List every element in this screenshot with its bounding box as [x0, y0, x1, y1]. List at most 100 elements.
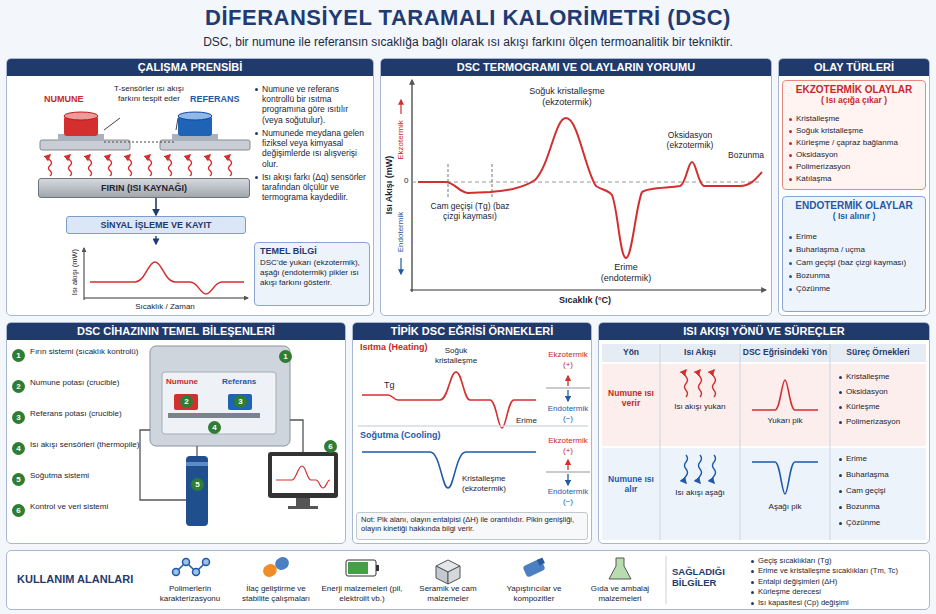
computer-monitor — [268, 452, 338, 509]
bullet-dot — [839, 506, 842, 509]
wires — [140, 430, 186, 500]
node-heading: DSC TERMOGRAMI VE OLAYLARIN YORUMU — [381, 59, 771, 76]
bullet-dot — [789, 178, 792, 181]
sensor-lead — [104, 142, 176, 143]
heat-arrow — [685, 455, 688, 483]
direction-arrows — [358, 376, 590, 485]
process-box: SİNYAL İŞLEME VE KAYIT — [66, 216, 246, 234]
axis-label: Endotermik — [396, 212, 406, 252]
furnace-box: FIRIN (ISI KAYNAĞI) — [38, 178, 250, 198]
callout-number: 1 — [279, 350, 292, 363]
callout-number: 6 — [324, 440, 337, 453]
text-label: Yön — [602, 347, 660, 357]
direction-arrows — [546, 388, 590, 472]
battery-icon — [346, 560, 379, 576]
node-body: ( Isı açığa çıkar ) — [786, 95, 922, 105]
text-label: Yukarı pik — [740, 416, 830, 426]
heat-arrow — [229, 155, 232, 176]
computer-monitor — [296, 498, 310, 506]
list-item: Numunede meydana gelen fiziksel veya kim… — [262, 128, 370, 169]
bullet-dot — [789, 166, 792, 169]
list-item: Çözünme — [796, 284, 924, 294]
sample-holder — [40, 112, 130, 150]
wires — [290, 420, 303, 452]
cooling-curve — [362, 452, 536, 488]
text-label: NUMUNE — [44, 94, 104, 105]
node-heading: KULLANIM ALANLARI — [17, 573, 143, 585]
pill-icon — [273, 555, 291, 572]
thermogram-axes — [411, 80, 412, 292]
crucibles — [174, 394, 198, 410]
callout-number: 4 — [208, 421, 221, 434]
bullet-dot — [789, 275, 792, 278]
flow-table — [602, 364, 926, 446]
list-item: Kürleşme — [846, 402, 926, 412]
bullet-dot — [255, 132, 258, 135]
text-label: T-sensörler ısı akışı farkını tespit ede… — [112, 84, 186, 103]
callout-number: 3 — [234, 395, 247, 408]
list-item: Entalpi değişimleri (ΔH) — [758, 577, 930, 586]
text-label: Erime — [516, 416, 546, 426]
note-box: Not: Pik alanı, olayın entalpisi (ΔH) il… — [356, 512, 588, 540]
adhesive-icon — [522, 557, 545, 577]
heating-curve — [362, 372, 536, 428]
polymer-icon — [176, 562, 206, 572]
flow-table — [752, 462, 818, 494]
list-item: Polimerizasyon — [796, 162, 924, 172]
bullet-dot — [751, 581, 754, 584]
cooling-curve — [362, 452, 536, 488]
bullet-dot — [751, 602, 754, 605]
list-item: Cam geçişi — [846, 486, 926, 496]
flow-table — [660, 344, 830, 540]
bullet-dot — [789, 118, 792, 121]
instrument-housing — [150, 346, 290, 446]
list-item: Polimerizasyon — [846, 417, 926, 427]
mini-graph — [84, 298, 248, 299]
text-label: Oksidasyon (ekzotermik) — [654, 130, 726, 150]
text-label: Yapıştırıcılar ve kompozitler — [492, 584, 576, 603]
text-label: Isı akışı aşağı — [662, 488, 738, 498]
panel-fill — [6, 58, 374, 316]
node-heading: EKZOTERMİK OLAYLAR — [786, 84, 922, 95]
cooling-unit — [186, 462, 208, 466]
panel-fill — [6, 58, 930, 610]
bullet-dot — [789, 262, 792, 265]
text-label: Sıcaklık / Zaman — [110, 302, 220, 312]
flow-table — [752, 380, 818, 410]
heat-arrow — [109, 155, 112, 176]
crucibles — [228, 394, 252, 410]
text-label: Bozunma — [722, 150, 770, 160]
node-heading: Not: Pik alanı, olayın entalpisi (ΔH) il… — [361, 515, 583, 533]
direction-arrows — [567, 376, 568, 386]
bullet-dot — [751, 560, 754, 563]
panel-fill — [598, 322, 930, 544]
list-item: Erime — [796, 232, 924, 242]
direction-arrows — [358, 425, 588, 426]
bullet-dot — [839, 406, 842, 409]
list-item: Erime — [846, 454, 926, 464]
heat-arrow — [69, 155, 72, 176]
bullet-dot — [255, 88, 258, 91]
text-label: Aşağı pik — [740, 502, 830, 512]
callout-number: 5 — [191, 478, 204, 491]
bullet-dot — [839, 391, 842, 394]
heat-arrow — [699, 455, 702, 483]
text-label: Soğuk kristalleşme (ekzotermik) — [520, 86, 614, 108]
panel-fill — [778, 58, 930, 316]
computer-monitor — [272, 456, 334, 493]
text-label: Soğuk kristalleşme — [424, 346, 488, 365]
list-item: Cam geçişi (baz çizgi kayması) — [796, 258, 924, 268]
callout-number: 2 — [12, 380, 25, 393]
heating-curve — [362, 372, 536, 428]
polymer-icon — [183, 559, 190, 566]
text-label: Numune ısı alır — [604, 474, 658, 494]
flask-icon — [609, 558, 631, 579]
cooling-unit — [186, 456, 208, 526]
heat-arrow — [699, 370, 702, 397]
panel-fill — [6, 322, 346, 544]
cooling-unit — [186, 456, 208, 526]
sensor-lead — [176, 118, 178, 130]
sensor-lead — [104, 118, 120, 130]
text-label: Süreç Örnekleri — [830, 347, 926, 357]
flow-table — [602, 344, 926, 362]
